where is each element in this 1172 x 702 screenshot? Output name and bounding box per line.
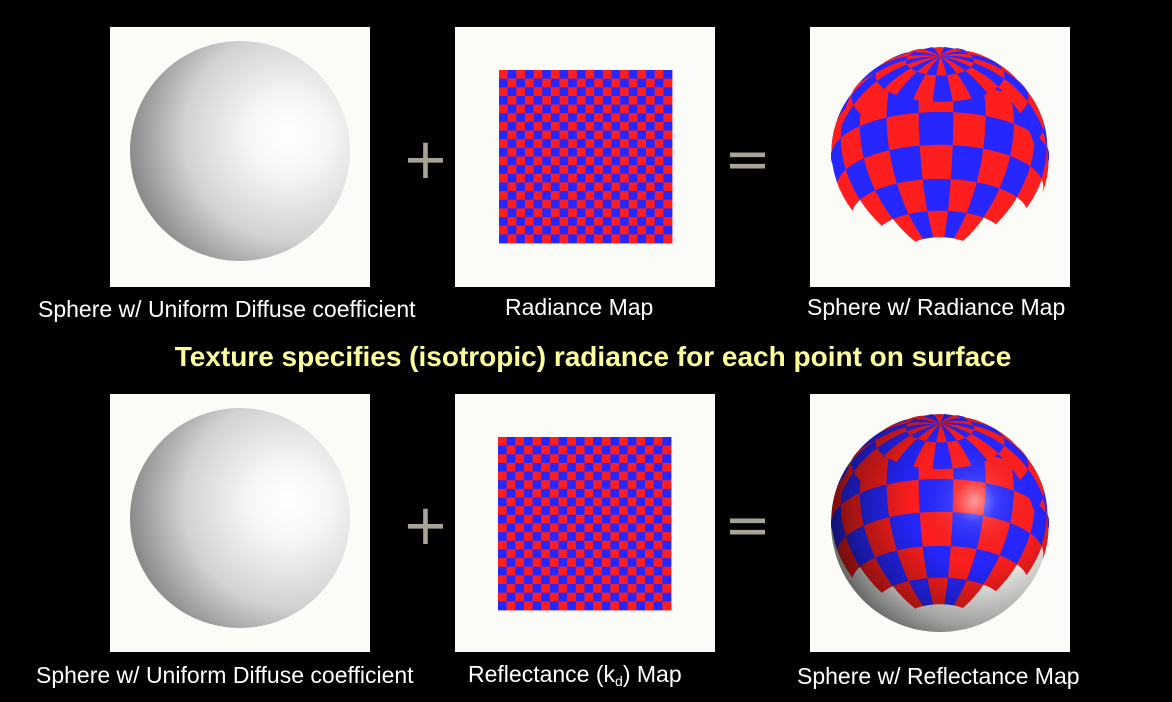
caption-reflectance-map-prefix: Reflectance (k bbox=[468, 661, 616, 687]
radiance-mapped-sphere bbox=[831, 47, 1049, 242]
reflectance-map-panel bbox=[455, 394, 715, 652]
equals-operator-bottom: = bbox=[724, 493, 771, 558]
caption-reflectance-map-suffix: ) Map bbox=[622, 661, 682, 687]
radiance-map-checkerboard bbox=[499, 70, 673, 244]
caption-diffuse-sphere-top: Sphere w/ Uniform Diffuse coefficient bbox=[38, 296, 416, 322]
radiance-map-panel bbox=[455, 27, 715, 287]
diffuse-sphere-image bbox=[130, 408, 350, 628]
diffuse-sphere-panel-top bbox=[110, 27, 370, 287]
reflectance-map-checkerboard bbox=[498, 437, 672, 611]
caption-reflectance-sphere: Sphere w/ Reflectance Map bbox=[797, 663, 1080, 689]
caption-radiance-map: Radiance Map bbox=[505, 294, 654, 320]
reflectance-sphere-panel bbox=[810, 394, 1070, 652]
headline: Texture specifies (isotropic) radiance f… bbox=[174, 341, 1012, 372]
diffuse-sphere-panel-bottom bbox=[110, 394, 370, 652]
reflectance-mapped-sphere bbox=[831, 414, 1049, 632]
caption-reflectance-map-subscript: d bbox=[615, 673, 623, 689]
equals-operator-top: = bbox=[724, 127, 771, 192]
plus-operator-top: + bbox=[402, 127, 449, 192]
caption-radiance-sphere: Sphere w/ Radiance Map bbox=[807, 294, 1066, 320]
caption-reflectance-map: Reflectance (kd) Map bbox=[468, 661, 682, 689]
caption-diffuse-sphere-bottom: Sphere w/ Uniform Diffuse coefficient bbox=[36, 662, 414, 688]
diffuse-sphere-image bbox=[130, 41, 350, 261]
plus-operator-bottom: + bbox=[402, 493, 449, 558]
radiance-sphere-panel bbox=[810, 27, 1070, 287]
